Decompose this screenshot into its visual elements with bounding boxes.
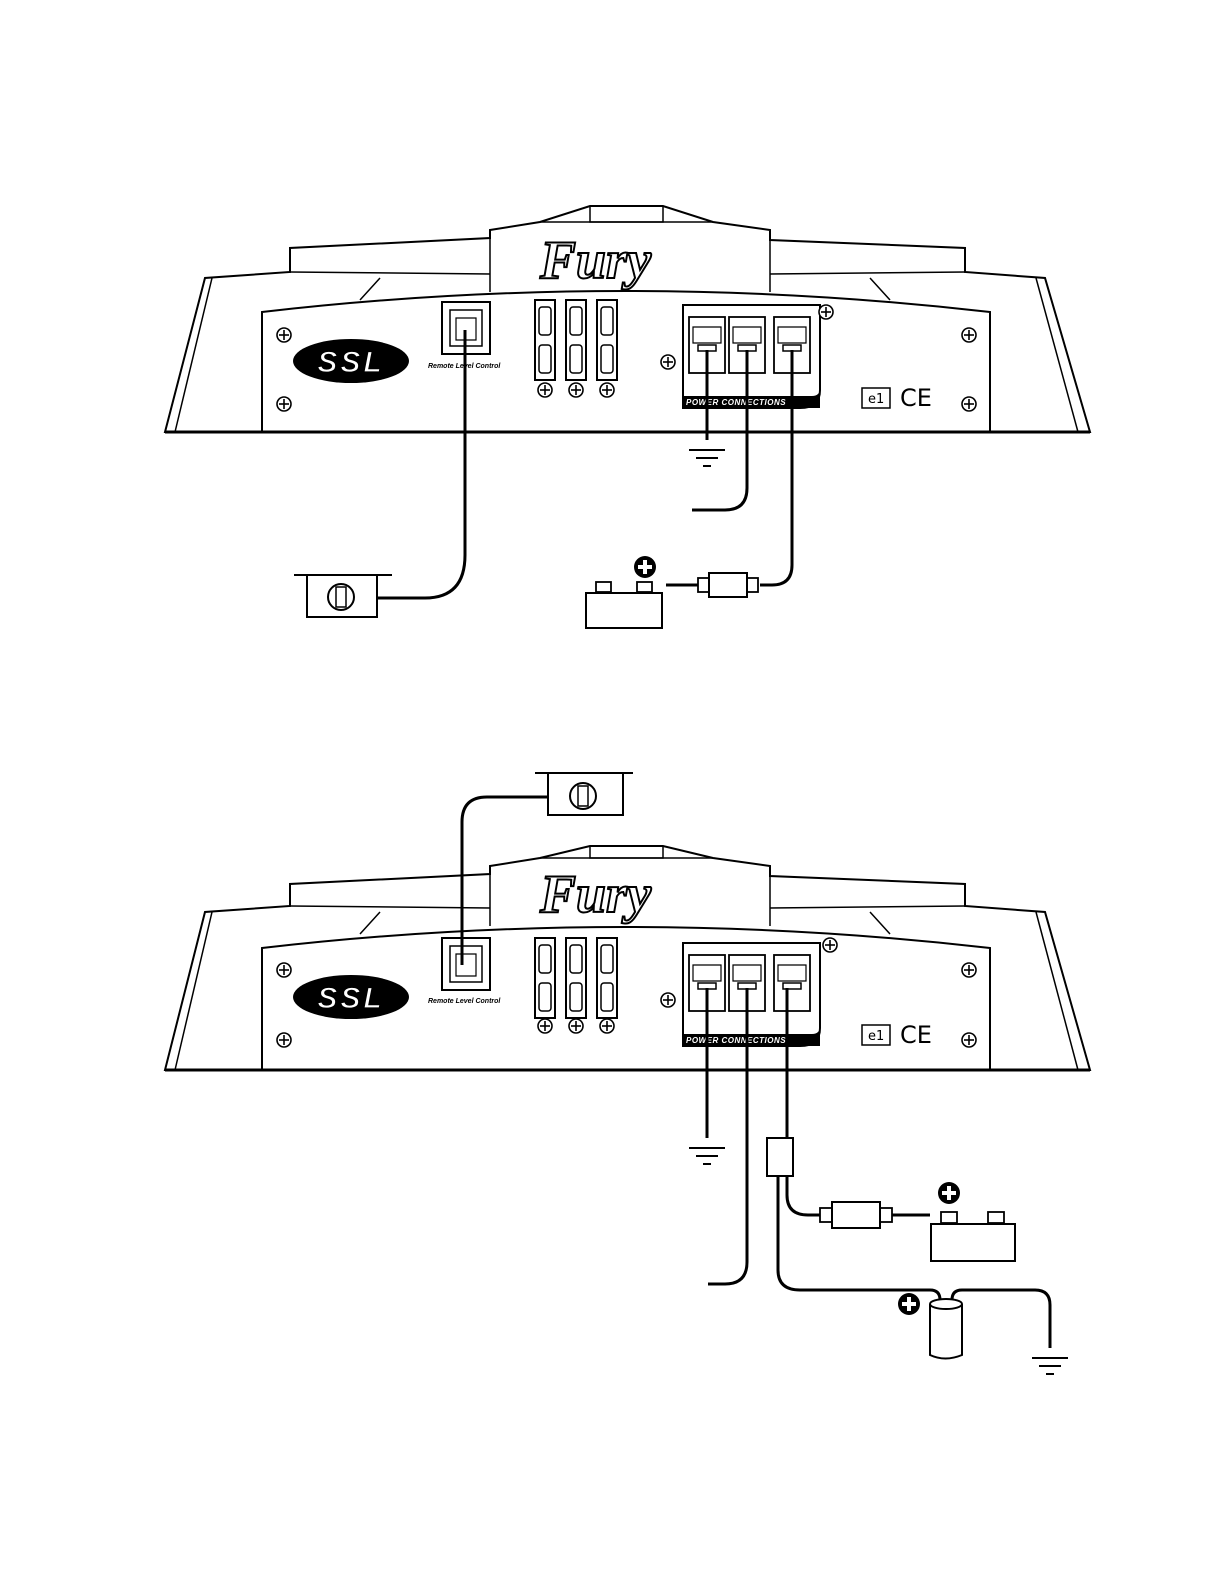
power-terminal-block: POWER CONNECTIONS (683, 943, 820, 1046)
svg-text:CE: CE (900, 384, 932, 412)
remote-knob-icon (535, 773, 633, 815)
power-connections-label: POWER CONNECTIONS (686, 398, 786, 407)
power-terminal-block: POWER CONNECTIONS (683, 305, 820, 408)
fury-logo: Fury (539, 230, 652, 290)
ssl-logo: SSL (293, 339, 409, 383)
positive-terminal-icon (898, 1293, 920, 1315)
amplifier-bottom: Fury SSL Remote Level Control POWER C (165, 846, 1090, 1070)
svg-text:Fury: Fury (539, 230, 652, 290)
battery-icon (586, 556, 662, 628)
ground-symbol-icon (689, 450, 725, 466)
fuse-icon (698, 573, 758, 597)
ssl-logo: SSL (293, 975, 409, 1019)
capacitor-icon (898, 1293, 962, 1359)
svg-text:Fury: Fury (539, 864, 652, 924)
battery-icon (931, 1182, 1015, 1261)
fuse-icon (767, 1138, 793, 1176)
fury-logo: Fury (539, 864, 652, 924)
svg-text:e1: e1 (868, 1029, 884, 1044)
positive-terminal-icon (634, 556, 656, 578)
fuse-icon (820, 1202, 892, 1228)
positive-terminal-icon (938, 1182, 960, 1204)
svg-text:e1: e1 (868, 392, 884, 407)
amplifier-top: Fury SSL Remote Level Control (165, 206, 1090, 432)
svg-text:SSL: SSL (317, 982, 384, 1015)
power-connections-label: POWER CONNECTIONS (686, 1036, 786, 1045)
speaker-terminals (535, 938, 617, 1033)
remote-level-control-label: Remote Level Control (428, 998, 501, 1005)
remote-knob-icon (294, 575, 392, 617)
svg-text:CE: CE (900, 1021, 932, 1049)
svg-text:SSL: SSL (317, 346, 384, 379)
ground-symbol-icon (1032, 1358, 1068, 1374)
ground-symbol-icon (689, 1148, 725, 1164)
